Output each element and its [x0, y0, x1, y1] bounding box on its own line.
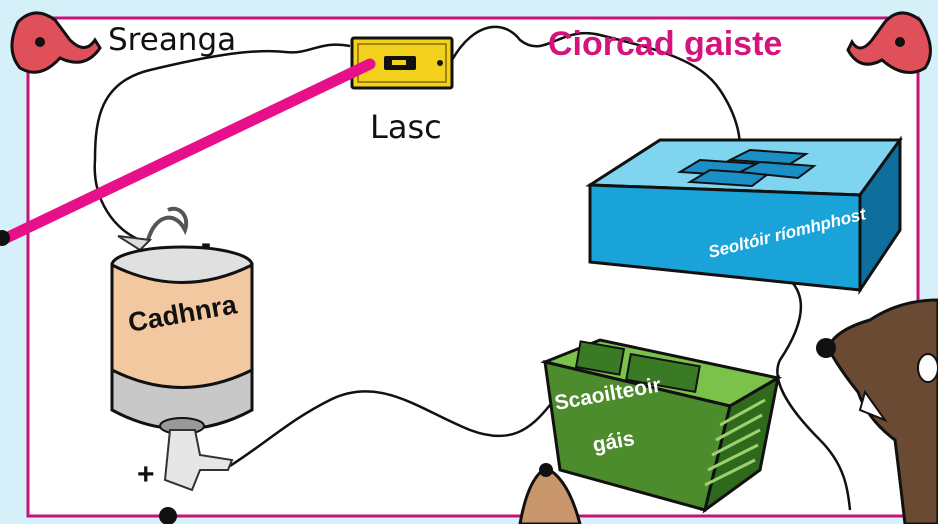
pushpin-icon: [846, 11, 932, 74]
pushpin-icon: [10, 11, 102, 74]
pull-rod: [0, 58, 376, 246]
switch: [350, 36, 454, 90]
bear-icon: [816, 298, 938, 524]
email-sender-box: [585, 135, 903, 295]
rod-end: [0, 230, 10, 246]
battery-minus-label: -: [201, 227, 211, 260]
wire-label: Sreanga: [108, 22, 236, 58]
battery: [110, 206, 254, 492]
switch-label: Lasc: [370, 108, 442, 146]
battery-plus-label: +: [137, 458, 155, 491]
mouse-icon: [159, 463, 582, 524]
page-title: Ciorcad gaiste: [548, 25, 782, 63]
gas-release-box: [540, 338, 783, 514]
